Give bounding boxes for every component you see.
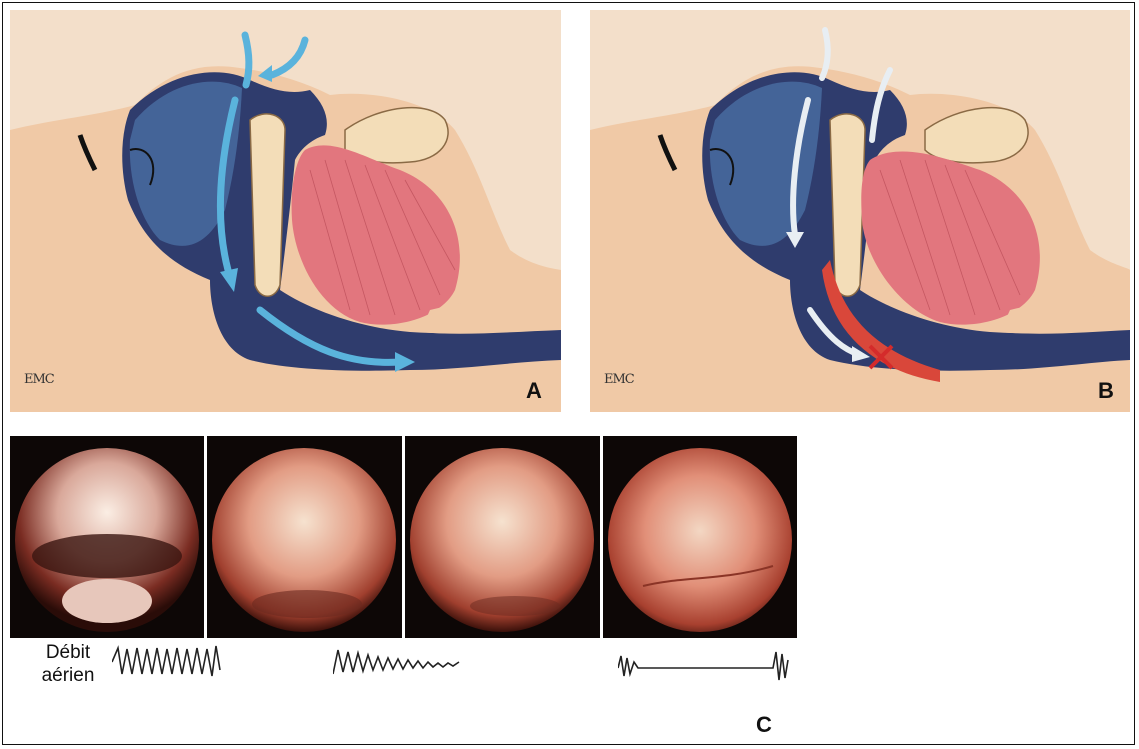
waveform-normal [112,640,222,685]
flow-label-line2: aérien [28,664,108,687]
waveform-interrupted [618,646,793,686]
flow-label-line1: Débit [28,641,108,664]
emc-watermark-b: EMC [604,372,634,387]
panel-a-label: A [526,378,542,404]
emc-watermark: EMC [24,372,54,387]
endoscopy-frame-2 [207,436,402,638]
flow-label: Débit aérien [28,641,108,687]
panel-b-illustration: EMC B [590,10,1130,412]
palate-bone [250,114,285,296]
waveform-reduced [333,644,463,684]
panel-c-label: C [756,712,772,738]
panel-b-label: B [1098,378,1114,404]
endoscopy-frame-1 [10,436,204,638]
endoscopy-frame-3 [405,436,600,638]
endoscopy-frame-4 [603,436,797,638]
panel-a-illustration: EMC A [10,10,561,412]
